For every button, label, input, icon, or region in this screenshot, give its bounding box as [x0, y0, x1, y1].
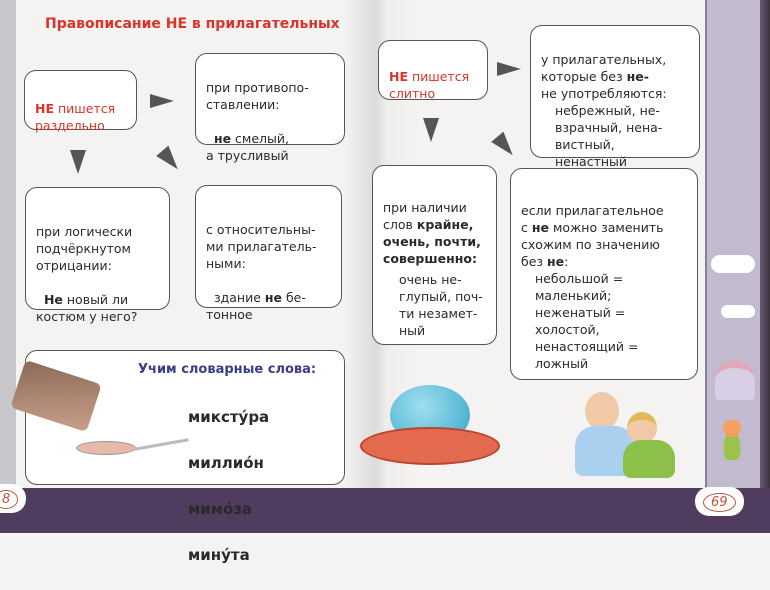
ne-bold: не [213, 131, 232, 146]
ne-bold: не [531, 220, 549, 235]
ne-label: НЕ [389, 69, 409, 84]
example-text: очень не- глупый, поч- ти незамет- ный [399, 272, 483, 338]
dictionary-heading: Учим словарные слова: [138, 362, 317, 377]
example-text: небольшой = маленький; неженатый = холос… [535, 271, 639, 371]
intensifier-words-box: при наличии слов крайне, очень, почти, с… [372, 165, 497, 345]
page-number: 8 [0, 490, 19, 509]
arrow-right-icon [150, 94, 174, 108]
right-decorative-strip [705, 0, 760, 490]
relative-adjectives-box: с относительны- ми прилагатель- ными: зд… [195, 185, 342, 322]
page-number-right: 69 [695, 487, 744, 516]
page-number: 69 [703, 493, 736, 512]
rule-text: можно заменить схожим по значению без [521, 220, 664, 269]
rule-separate-box: НЕ пишется раздельно [24, 70, 137, 133]
ufo-kids-illustration [360, 385, 500, 480]
dictionary-word: миллио́н [188, 454, 264, 472]
rule-text: не употребляются: [541, 86, 667, 101]
ne-bold: не [547, 254, 565, 269]
ne-bold: Не [43, 292, 63, 307]
dictionary-word: миксту́ра [188, 408, 270, 426]
rule-text: при наличии слов [383, 200, 467, 232]
ne-bold: не- [626, 69, 649, 84]
synonym-replace-box: если прилагательное с не можно заменить … [510, 168, 698, 380]
dictionary-word: мину́та [188, 546, 250, 564]
example-text: здание [206, 290, 265, 305]
example-text: новый ли костюм у него? [36, 292, 138, 324]
example-text: бе- тонное [206, 290, 306, 322]
clown-illustration [717, 420, 747, 460]
dictionary-word: мимо́за [188, 500, 253, 518]
ne-label: НЕ [35, 101, 55, 116]
rule-text: пишется раздельно [35, 101, 116, 133]
left-margin-strip [0, 0, 16, 490]
page-title: Правописание НЕ в прилагательных [45, 16, 340, 32]
ne-bold: не [264, 290, 282, 305]
arrow-down-icon [423, 118, 439, 142]
rule-text: если прилагательное с [521, 203, 664, 235]
rule-text: : [564, 254, 569, 269]
cloud-icon [711, 255, 755, 273]
arrow-down-icon [70, 150, 86, 174]
dictionary-words-box: Учим словарные слова: миксту́ра миллио́н… [10, 350, 345, 564]
book-edge [760, 0, 770, 533]
spoon-illustration [76, 441, 136, 455]
not-used-without-ne-box: у прилагательных, которые без не- не упо… [530, 25, 700, 169]
rule-text: при логически подчёркнутом отрицании: [36, 224, 133, 273]
rule-text: у прилагательных, которые без [541, 52, 667, 84]
page-number-left: 8 [0, 484, 27, 513]
carousel-illustration [715, 360, 755, 400]
medicine-bottle-illustration [10, 359, 102, 433]
arrow-diagonal-icon [491, 131, 519, 161]
arrow-diagonal-icon [156, 145, 184, 175]
example-text: небрежный, не- взрачный, нена- вистный, … [555, 103, 663, 169]
bottom-band [0, 488, 770, 533]
word-list: миксту́ра миллио́н мимо́за мину́та [188, 383, 269, 590]
rule-text: пишется слитно [389, 69, 470, 101]
rule-text: при противопо- ставлении: [206, 80, 309, 112]
logical-negation-box: при логически подчёркнутом отрицании: Не… [25, 187, 170, 324]
arrow-right-icon [497, 62, 521, 76]
cloud-icon [721, 305, 755, 318]
rule-together-box: НЕ пишется слитно [378, 40, 488, 101]
bold-words: крайне, очень, почти, совершенно: [383, 217, 481, 266]
spoon-handle [134, 438, 189, 451]
example-text: смелый, а трусливый [206, 131, 290, 163]
opposition-box: при противопо- ставлении: не смелый, а т… [195, 53, 345, 163]
rule-text: с относительны- ми прилагатель- ными: [206, 222, 317, 271]
laughing-men-illustration [575, 392, 685, 482]
